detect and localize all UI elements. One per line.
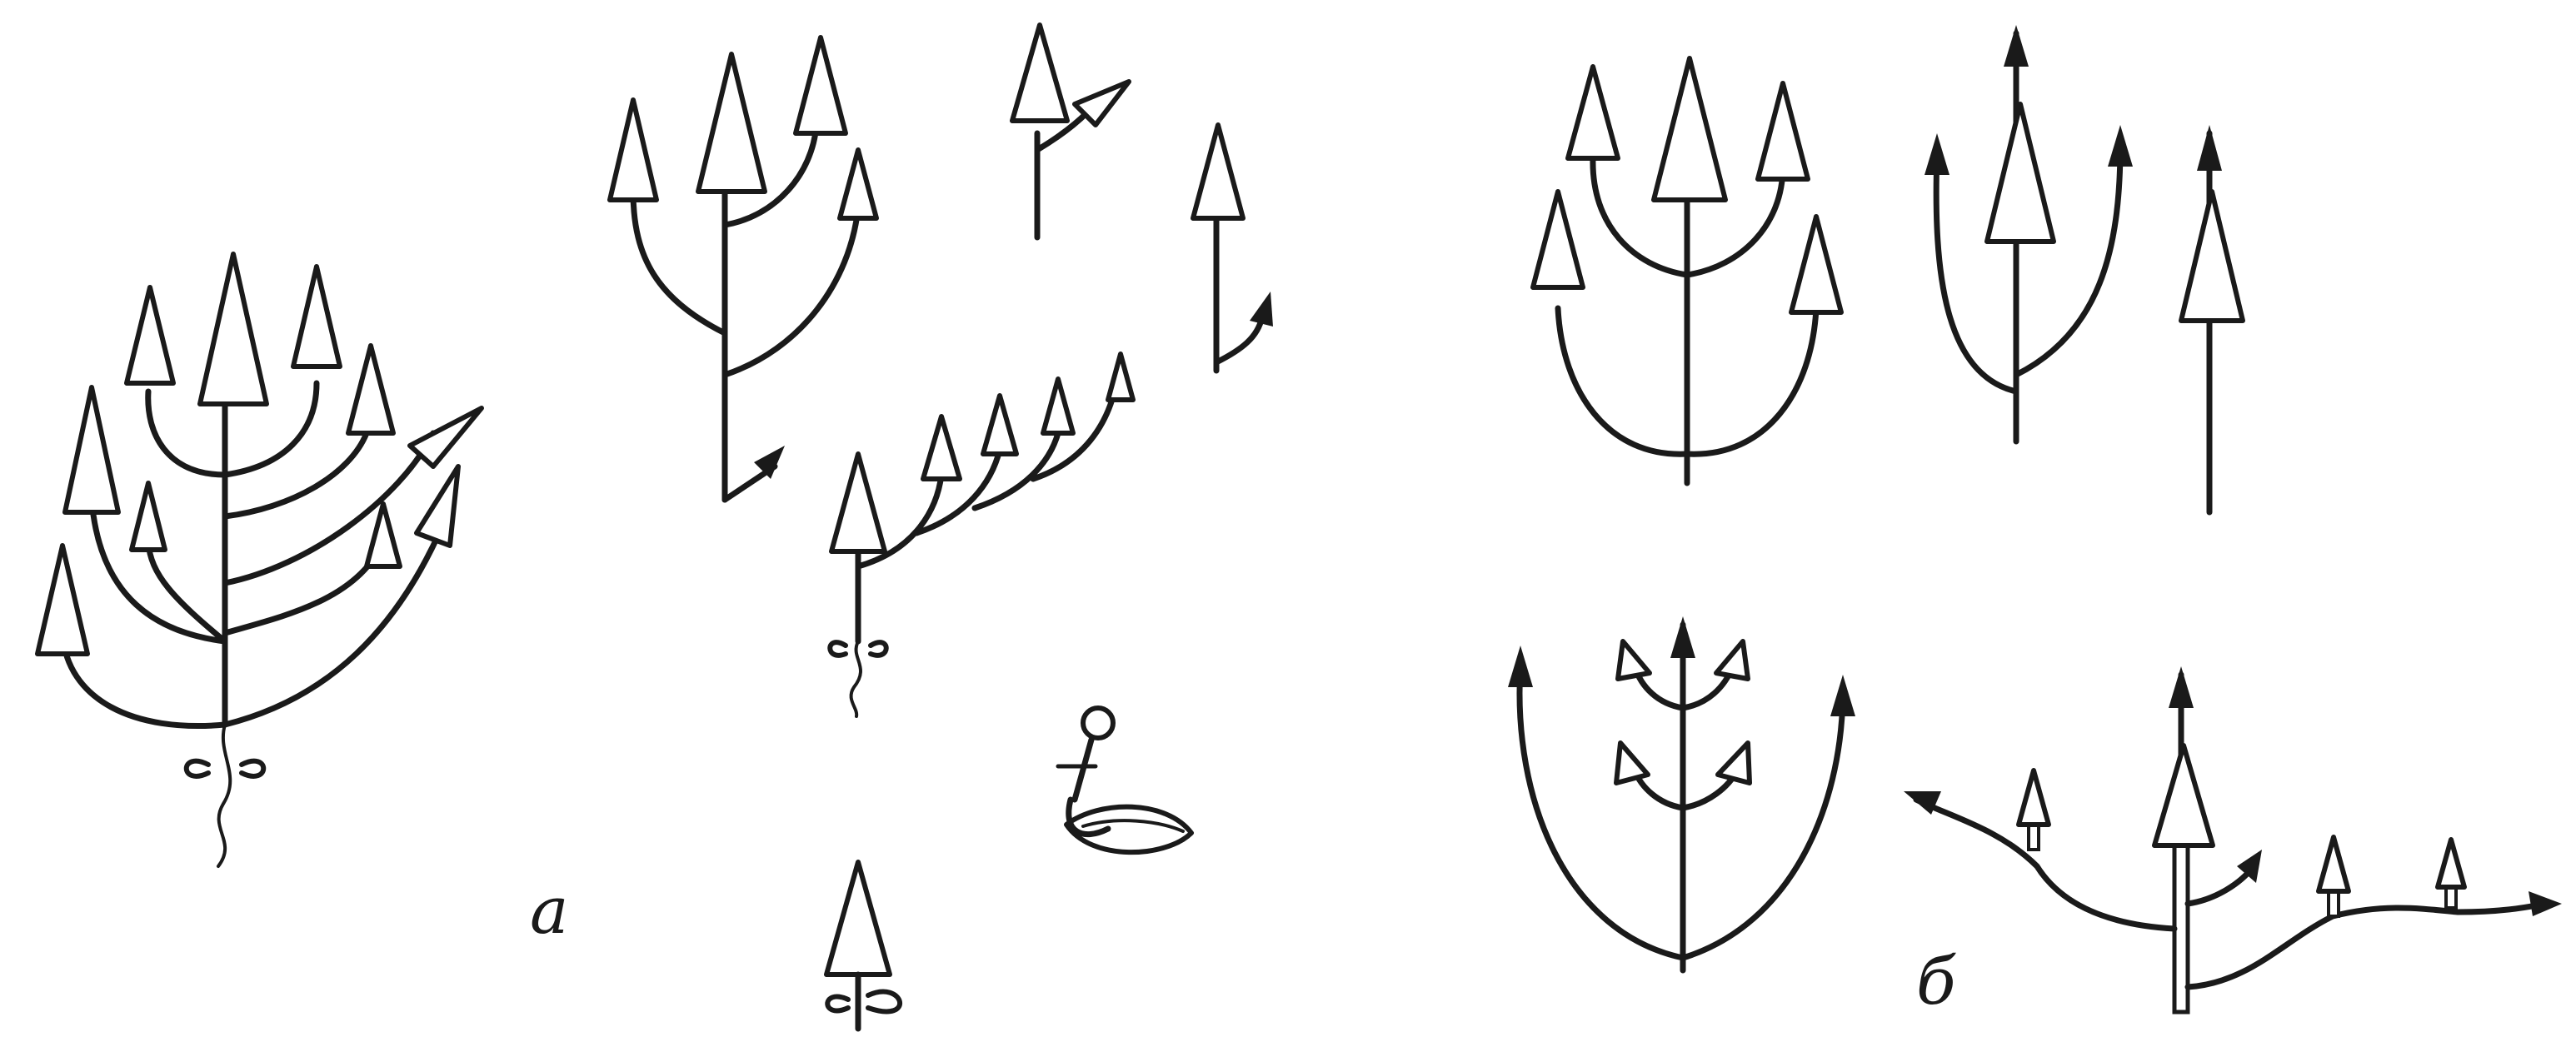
branch-scheme-b5 (1904, 666, 2562, 1012)
creeping-shoot-scheme (830, 354, 1133, 716)
branch-scheme-b3 (2181, 125, 2243, 512)
branched-shrub-scheme (37, 254, 482, 866)
branch-scheme-b4 (1508, 616, 1855, 970)
seed-bud-scheme (826, 862, 900, 1029)
panel-label-a: а (530, 879, 569, 944)
branch-scheme-b1 (1533, 58, 1841, 483)
shoot-scheme-3 (1193, 125, 1273, 371)
branch-scheme-b2 (1925, 25, 2133, 441)
panel-label-b: б (1916, 950, 1956, 1015)
seedling-scheme (1058, 708, 1191, 852)
shoot-scheme-1 (610, 37, 876, 500)
apical-bud (200, 254, 267, 404)
shoot-scheme-2 (1012, 25, 1129, 237)
